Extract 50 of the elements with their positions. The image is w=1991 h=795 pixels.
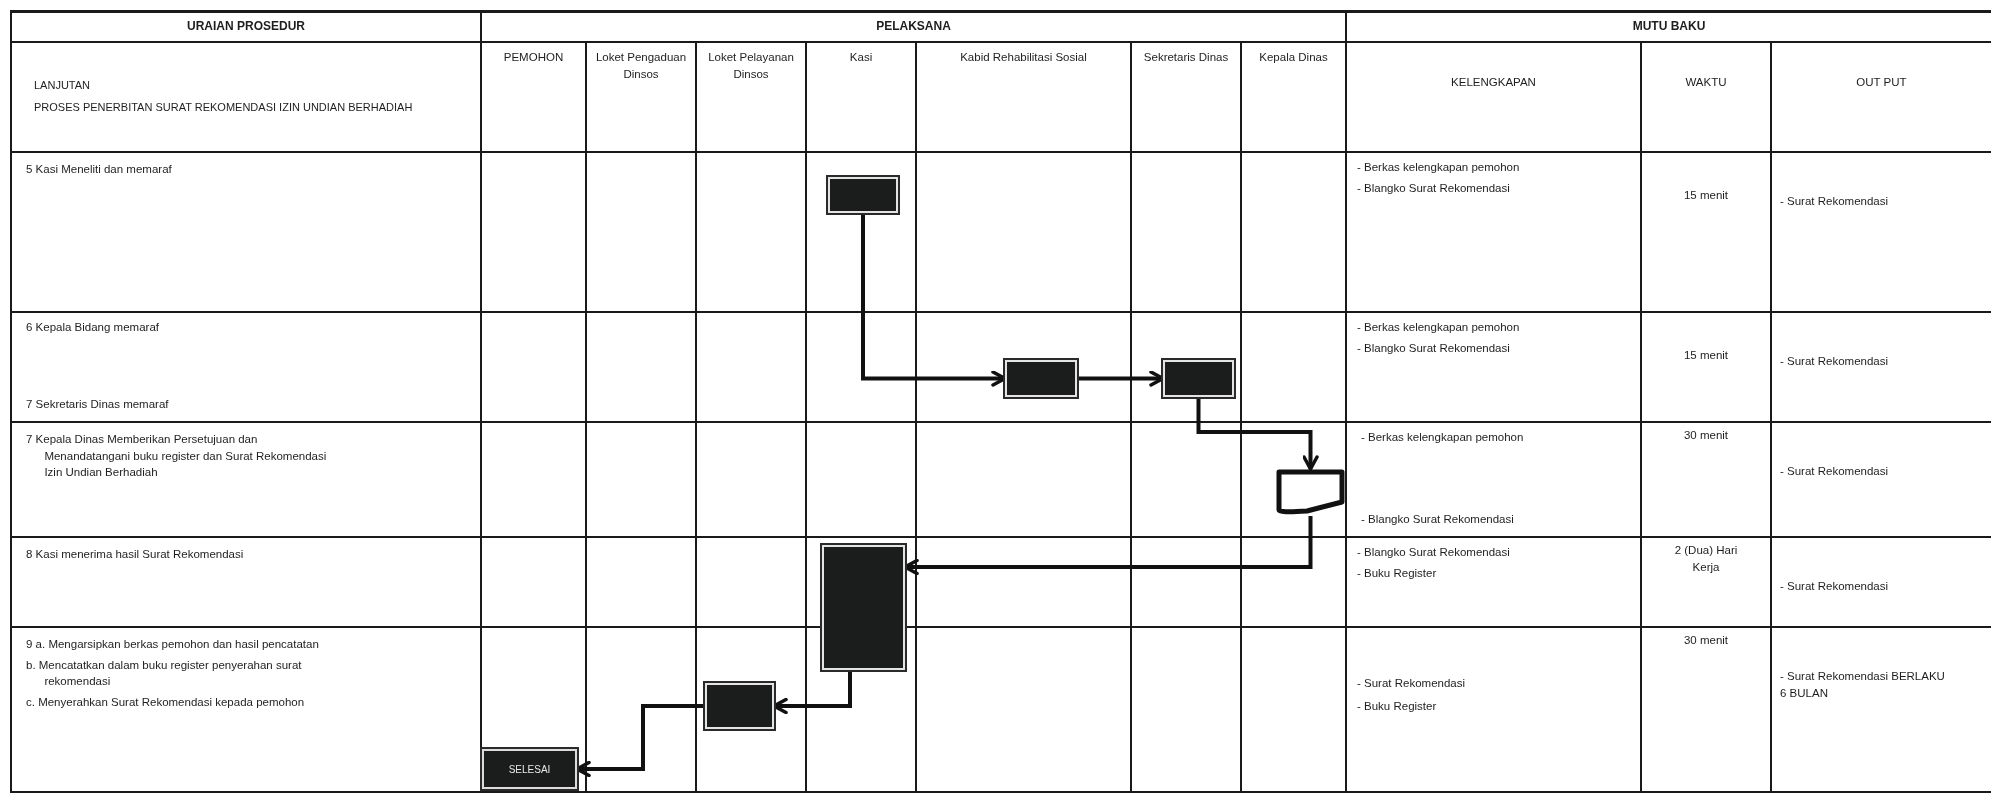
cell-text: - Blangko Surat Rekomendasi [1361, 512, 1515, 528]
column-header: PELAKSANA [876, 18, 951, 36]
cell-text: 15 menit [1683, 188, 1729, 203]
column-header: Sekretaris Dinas [1143, 50, 1229, 65]
cell-text: 6 Kepala Bidang memaraf [26, 320, 160, 335]
column-header: MUTU BAKU [1632, 18, 1706, 36]
cell-text: 9 a. Mengarsipkan berkas pemohon dan hasil pencatatan [26, 637, 320, 652]
cell-text: 2 (Dua) Hari Kerja [1674, 543, 1738, 575]
end-terminator: SELESAI [482, 749, 577, 789]
cell-text: - Surat Rekomendasi [1780, 579, 1890, 594]
cell-text: - Berkas kelengkapan pemohon [1361, 430, 1525, 445]
procedure-title: PROSES PENERBITAN SURAT REKOMENDASI IZIN UNDIAN BERHADIAH [34, 100, 414, 115]
cell-text: 7 Sekretaris Dinas memaraf [26, 397, 170, 413]
cell-text: 7 Kepala Dinas Memberikan Persetujuan dan Menandatangani buku register dan Surat Rekomendasi Izin Undian Berhadiah [26, 432, 328, 481]
cell-text: 8 Kasi menerima hasil Surat Rekomendasi [26, 547, 245, 562]
cell-text: - Berkas kelengkapan pemohon [1357, 160, 1521, 175]
cell-text: 5 Kasi Meneliti dan memaraf [26, 162, 173, 177]
cell-text: 30 menit [1683, 633, 1729, 648]
cell-text: - Surat Rekomendasi [1357, 675, 1467, 691]
cell-text: c. Menyerahkan Surat Rekomendasi kepada pemohon [26, 695, 306, 710]
column-header: Loket Pengaduan Dinsos [594, 50, 688, 82]
procedure-title: LANJUTAN [34, 78, 92, 94]
cell-text: - Surat Rekomendasi BERLAKU 6 BULAN [1780, 669, 1946, 701]
process-box [822, 545, 905, 670]
arrow [1196, 397, 1319, 471]
column-header: URAIAN PROSEDUR [187, 18, 305, 36]
cell-text: 30 menit [1683, 428, 1729, 443]
document-shape [1276, 469, 1345, 516]
cell-text: - Blangko Surat Rekomendasi [1357, 545, 1511, 560]
cell-text: - Buku Register [1357, 698, 1438, 714]
process-box [828, 177, 898, 213]
process-box [705, 683, 774, 729]
cell-text: - Surat Rekomendasi [1780, 464, 1890, 479]
cell-text: 15 menit [1683, 348, 1729, 363]
cell-text: - Blangko Surat Rekomendasi [1357, 340, 1511, 356]
column-header: Kepala Dinas [1259, 50, 1328, 65]
column-header: KELENGKAPAN [1451, 74, 1536, 90]
column-header: OUT PUT [1856, 74, 1907, 90]
column-header: Kasi [849, 50, 873, 65]
column-header: PEMOHON [503, 50, 564, 65]
cell-text: - Surat Rekomendasi [1780, 354, 1890, 369]
cell-text: - Berkas kelengkapan pemohon [1357, 320, 1521, 335]
column-header: WAKTU [1685, 74, 1727, 90]
cell-text: - Blangko Surat Rekomendasi [1357, 180, 1511, 196]
cell-text: - Surat Rekomendasi [1780, 194, 1890, 209]
process-box [1163, 360, 1234, 397]
column-header: Kabid Rehabilitasi Sosial [960, 50, 1087, 65]
column-header: Loket Pelayanan Dinsos [707, 50, 795, 82]
process-box [1005, 360, 1077, 397]
cell-text: - Buku Register [1357, 565, 1438, 581]
